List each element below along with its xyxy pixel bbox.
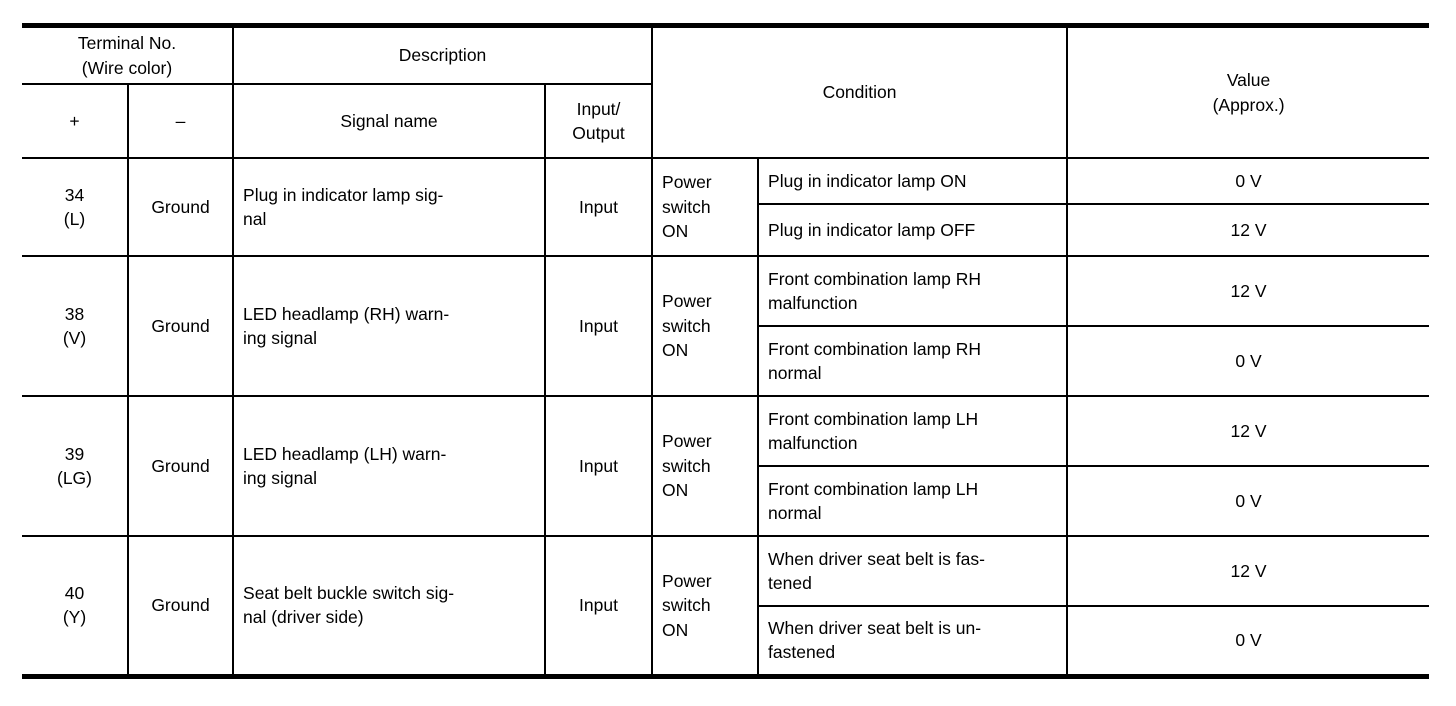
signal-name-cell: LED headlamp (LH) warn- ing signal bbox=[232, 395, 547, 537]
table-sub-row: Front combination lamp RH normal 0 V bbox=[22, 325, 1430, 397]
input-output-cell: Input bbox=[544, 395, 654, 537]
value-cell: 12 V bbox=[1066, 395, 1430, 467]
condition-cell: Front combination lamp RH normal bbox=[757, 325, 1069, 397]
header-minus: – bbox=[126, 83, 235, 159]
input-output-cell: Input bbox=[544, 255, 654, 397]
condition-cell: Front combination lamp LH normal bbox=[757, 465, 1069, 537]
signal-name-cell: Plug in indicator lamp sig- nal bbox=[232, 157, 547, 257]
header-terminal-no: Terminal No. (Wire color) bbox=[22, 24, 235, 85]
signal-name-cell: LED headlamp (RH) warn- ing signal bbox=[232, 255, 547, 397]
table-sub-row: When driver seat belt is un- fastened 0 … bbox=[22, 605, 1430, 677]
condition-cell: Plug in indicator lamp OFF bbox=[757, 203, 1069, 257]
signal-name-cell: Seat belt buckle switch sig- nal (driver… bbox=[232, 535, 547, 677]
condition-cell: When driver seat belt is fas- tened bbox=[757, 535, 1069, 607]
table-row: 40 (Y) Ground Seat belt buckle switch si… bbox=[22, 535, 1430, 677]
value-cell: 12 V bbox=[1066, 535, 1430, 607]
condition-cell: Plug in indicator lamp ON bbox=[757, 157, 1069, 205]
ground-cell: Ground bbox=[126, 157, 235, 257]
table-sub-row: Plug in indicator lamp OFF 12 V bbox=[22, 203, 1430, 257]
input-output-cell: Input bbox=[544, 535, 654, 677]
input-output-cell: Input bbox=[544, 157, 654, 257]
terminal-signal-table: Terminal No. (Wire color) Description Co… bbox=[22, 23, 1430, 679]
table-row: 34 (L) Ground Plug in indicator lamp sig… bbox=[22, 157, 1430, 257]
ground-cell: Ground bbox=[126, 255, 235, 397]
value-cell: 0 V bbox=[1066, 465, 1430, 537]
header-row-2: + – Signal name Input/ Output bbox=[22, 83, 1429, 159]
terminal-cell: 39 (LG) bbox=[22, 395, 129, 537]
header-description: Description bbox=[232, 24, 654, 85]
value-cell: 12 V bbox=[1066, 203, 1430, 257]
value-cell: 0 V bbox=[1066, 325, 1430, 397]
power-switch-cell: Power switch ON bbox=[651, 535, 760, 677]
terminal-cell: 40 (Y) bbox=[22, 535, 129, 677]
power-switch-cell: Power switch ON bbox=[651, 157, 760, 257]
value-cell: 12 V bbox=[1066, 255, 1430, 327]
header-signal-name: Signal name bbox=[232, 83, 547, 159]
header-value: Value (Approx.) bbox=[1066, 24, 1430, 159]
table-row: 38 (V) Ground LED headlamp (RH) warn- in… bbox=[22, 255, 1430, 397]
condition-cell: When driver seat belt is un- fastened bbox=[757, 605, 1069, 677]
ground-cell: Ground bbox=[126, 535, 235, 677]
condition-cell: Front combination lamp RH malfunction bbox=[757, 255, 1069, 327]
header-row-1: Terminal No. (Wire color) Description Co… bbox=[22, 24, 1430, 159]
terminal-cell: 34 (L) bbox=[22, 157, 129, 257]
power-switch-cell: Power switch ON bbox=[651, 255, 760, 397]
ground-cell: Ground bbox=[126, 395, 235, 537]
header-condition: Condition bbox=[651, 24, 1069, 159]
header-input-output: Input/ Output bbox=[544, 83, 654, 159]
value-cell: 0 V bbox=[1066, 605, 1430, 677]
table-row: 39 (LG) Ground LED headlamp (LH) warn- i… bbox=[22, 395, 1430, 537]
value-cell: 0 V bbox=[1066, 157, 1430, 205]
header-plus: + bbox=[22, 83, 129, 159]
condition-cell: Front combination lamp LH malfunction bbox=[757, 395, 1069, 467]
terminal-cell: 38 (V) bbox=[22, 255, 129, 397]
power-switch-cell: Power switch ON bbox=[651, 395, 760, 537]
table-sub-row: Front combination lamp LH normal 0 V bbox=[22, 465, 1430, 537]
